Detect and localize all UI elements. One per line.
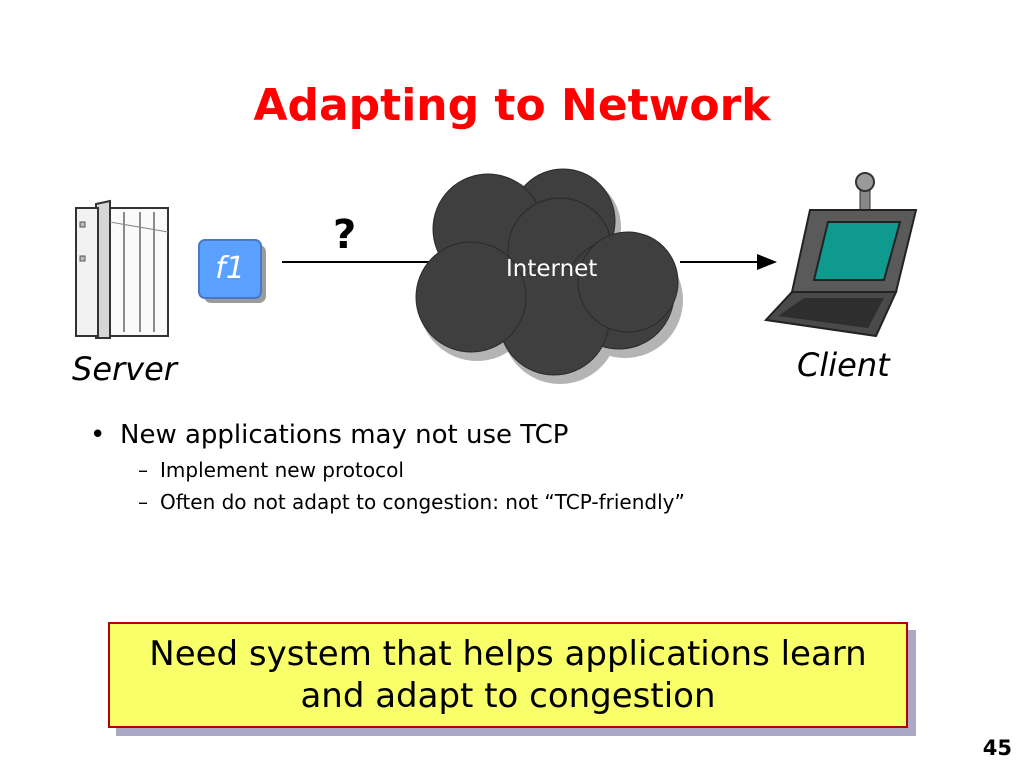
bullet-marker: • xyxy=(90,420,106,450)
question-mark: ? xyxy=(333,212,357,258)
bullet-text: New applications may not use TCP xyxy=(120,420,569,450)
sub-bullet-text: Implement new protocol xyxy=(160,458,404,482)
sub-bullet-text: Often do not adapt to congestion: not “T… xyxy=(160,490,685,514)
sub-bullet-marker: – xyxy=(138,458,148,482)
bullet-list: • New applications may not use TCP – Imp… xyxy=(90,420,930,514)
sub-bullet-item: – Implement new protocol xyxy=(138,458,930,482)
cloud-icon xyxy=(415,168,683,384)
f1-box: f1 xyxy=(198,239,262,299)
callout-box: Need system that helps applications lear… xyxy=(108,622,908,728)
server-icon xyxy=(75,199,169,339)
internet-label: Internet xyxy=(506,256,598,282)
laptop-icon xyxy=(764,172,918,338)
sub-bullet-marker: – xyxy=(138,490,148,514)
page-number: 45 xyxy=(982,736,1012,760)
client-label: Client xyxy=(797,346,890,384)
bullet-item: • New applications may not use TCP xyxy=(90,420,930,450)
network-diagram xyxy=(282,168,777,384)
callout-line-2: and adapt to congestion xyxy=(300,676,716,716)
slide-title: Adapting to Network xyxy=(253,80,771,131)
server-label: Server xyxy=(72,350,177,388)
sub-bullet-item: – Often do not adapt to congestion: not … xyxy=(138,490,930,514)
callout-line-1: Need system that helps applications lear… xyxy=(149,634,867,674)
